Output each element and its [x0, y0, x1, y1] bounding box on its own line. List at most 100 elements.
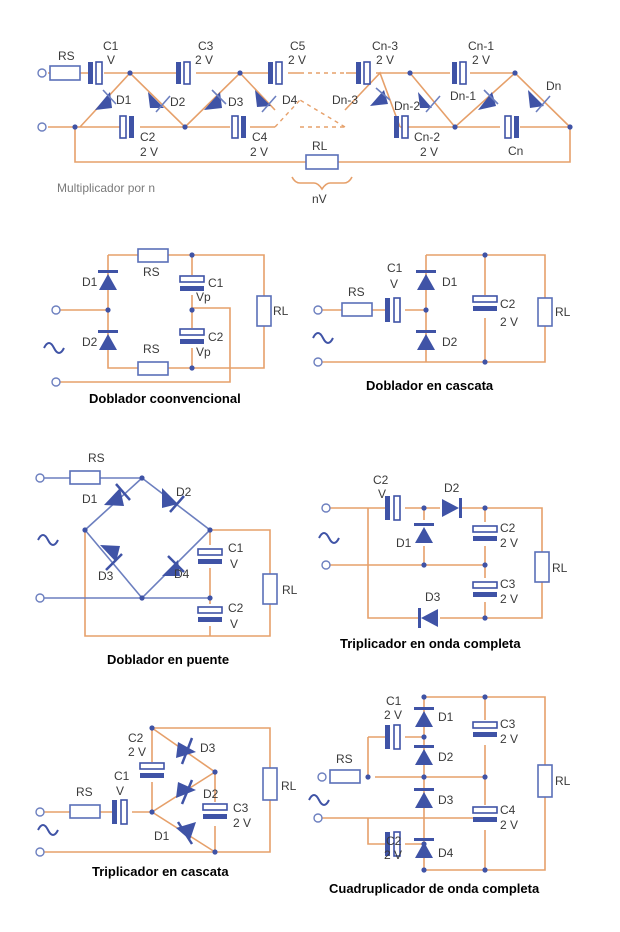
label-c3: C3 [233, 801, 249, 815]
label-c4: C4 [252, 130, 268, 144]
label-c1: C1 [103, 39, 119, 53]
label-d1: D1 [442, 275, 458, 289]
capacitor-c2-input [385, 495, 401, 521]
capacitor-c2 [197, 606, 223, 622]
diode-d2 [148, 92, 171, 113]
label-cn3-voltage: 2 V [376, 53, 394, 67]
label-d4: D4 [438, 846, 454, 860]
rl-resistor [262, 767, 278, 801]
label-c2-voltage: V [230, 617, 238, 631]
diode-d4 [255, 90, 277, 113]
label-rs-bottom: RS [143, 342, 160, 356]
label-cn: Cn [508, 144, 523, 158]
label-c2: C2 [128, 731, 144, 745]
capacitor-c1 [88, 61, 103, 85]
label-rl: RL [555, 305, 571, 319]
label-c2: C2 [228, 601, 244, 615]
rs-resistor [341, 302, 373, 317]
diode-d1 [416, 270, 436, 290]
label-c2-voltage: 2 V [140, 145, 158, 159]
label-c1: C1 [208, 276, 224, 290]
diode-d1 [104, 483, 131, 506]
label-d3: D3 [228, 95, 244, 109]
label-rs: RS [88, 451, 105, 465]
diode-d2 [98, 330, 118, 350]
label-d1: D1 [396, 536, 412, 550]
cascade-tripler-diagram: C2 2 V D3 C1 V D2 RS C3 2 V D1 RL Tripli… [35, 725, 297, 879]
full-wave-tripler-diagram: C2 V D2 D1 C2 2 V C3 2 V D3 RL Triplicad… [318, 473, 568, 651]
label-c1-voltage: V [116, 784, 124, 798]
diode-d3 [176, 737, 196, 765]
capacitor-c2 [139, 762, 165, 778]
output-voltage-label: nV [312, 192, 327, 206]
label-c1: C1 [114, 769, 130, 783]
label-d2: D2 [438, 750, 454, 764]
diode-d4 [414, 838, 434, 858]
capacitor-c1 [385, 297, 401, 323]
capacitor-c1 [179, 275, 205, 291]
diode-d1 [95, 89, 117, 110]
label-c3-voltage: 2 V [195, 53, 213, 67]
label-rs: RS [336, 752, 353, 766]
label-rs-top: RS [143, 265, 160, 279]
label-d2: D2 [444, 481, 460, 495]
diode-d2 [176, 779, 196, 805]
ac-source-icon [37, 534, 59, 546]
diode-d1 [414, 523, 434, 543]
label-c2: C2 [140, 130, 156, 144]
label-dn3: Dn-3 [332, 93, 358, 107]
diode-d4 [162, 555, 185, 576]
rl-resistor [537, 297, 553, 327]
label-rs: RS [76, 785, 93, 799]
label-c3-voltage: 2 V [500, 592, 518, 606]
ac-source-icon [318, 532, 340, 544]
multiplier-note: Multiplicador por n [57, 181, 155, 195]
label-rl: RL [552, 561, 568, 575]
capacitor-c2 [385, 831, 401, 857]
diode-dn2 [418, 92, 441, 113]
diode-dn [528, 90, 551, 113]
label-c3: C3 [500, 577, 516, 591]
label-d4: D4 [282, 93, 298, 107]
capacitor-c2 [119, 115, 134, 139]
label-c2: C2 [500, 521, 516, 535]
label-d3: D3 [98, 569, 114, 583]
label-d2: D2 [176, 485, 192, 499]
capacitor-c4 [472, 806, 498, 822]
capacitor-c1 [385, 724, 401, 750]
label-dn2: Dn-2 [394, 99, 420, 113]
diode-d3 [204, 89, 227, 110]
capacitor-c3 [472, 721, 498, 737]
label-c2-voltage: Vp [196, 345, 211, 359]
rl-resistor [537, 764, 553, 798]
capacitor-c2 [179, 328, 205, 344]
capacitor-c4 [231, 115, 246, 139]
label-c5-voltage: 2 V [288, 53, 306, 67]
capacitor-c1 [112, 799, 128, 825]
conventional-doubler-title: Doblador coonvencional [89, 391, 241, 406]
label-c2-voltage: 2 V [384, 848, 402, 862]
label-c1-voltage: V [390, 277, 398, 291]
label-d2: D2 [170, 95, 186, 109]
label-c1: C1 [228, 541, 244, 555]
label-c1: C1 [386, 694, 402, 708]
rs-resistor [69, 804, 101, 819]
cascade-tripler-title: Triplicador en cascata [92, 864, 229, 879]
diode-d3 [414, 788, 434, 808]
label-d4: D4 [174, 567, 190, 581]
bridge-doubler-diagram: RS D1 D2 D3 D4 C1 V C2 V RL Doblador en … [35, 451, 298, 667]
capacitor-c5 [268, 61, 283, 85]
label-c1: C1 [387, 261, 403, 275]
rs-resistor [329, 769, 361, 784]
capacitor-c2 [472, 295, 498, 311]
label-c4-voltage: 2 V [500, 818, 518, 832]
rs-resistor-bottom [137, 361, 169, 376]
diode-d2 [442, 498, 462, 518]
capacitor-c1 [197, 548, 223, 564]
label-cn1-voltage: 2 V [472, 53, 490, 67]
label-d2: D2 [442, 335, 458, 349]
label-c4-voltage: 2 V [250, 145, 268, 159]
label-d3: D3 [425, 590, 441, 604]
capacitor-c3 [202, 803, 228, 819]
capacitor-cn [504, 115, 519, 139]
